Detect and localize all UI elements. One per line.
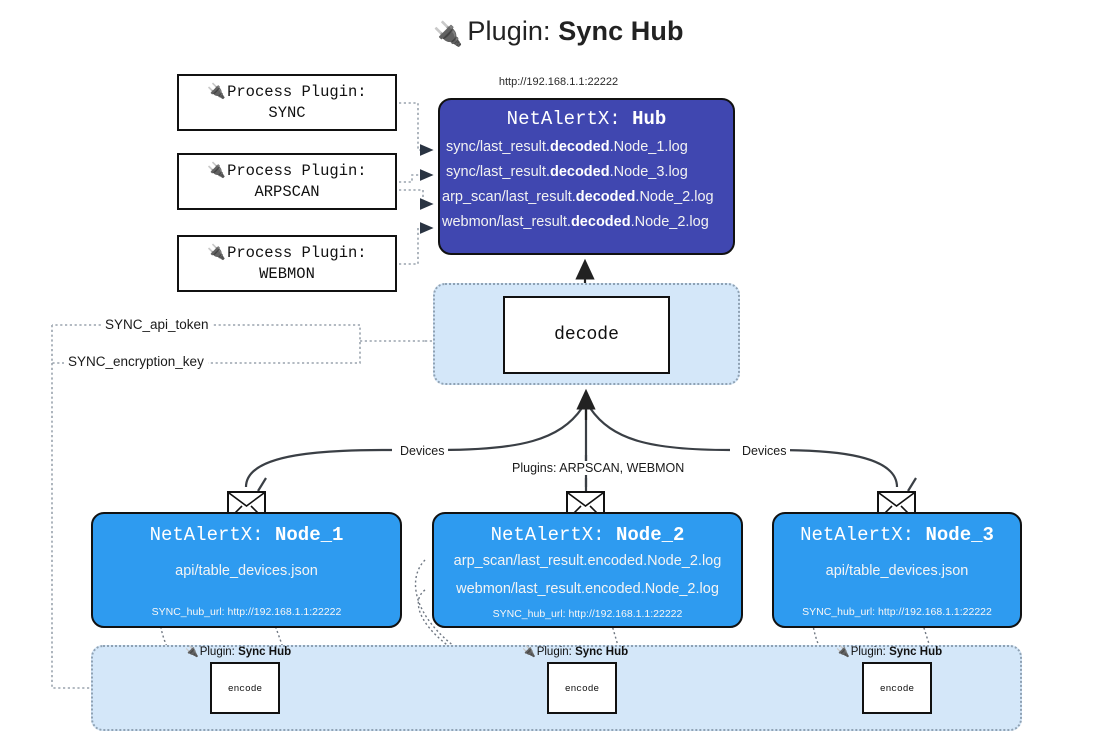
log-post: .Node_2.log xyxy=(630,214,709,230)
encode-plugin-name: Sync Hub xyxy=(238,646,292,658)
node-1[interactable]: NetAlertX: Node_1 api/table_devices.json… xyxy=(91,512,402,628)
node-2[interactable]: NetAlertX: Node_2 arp_scan/last_result.e… xyxy=(432,512,743,628)
node-hub-url: SYNC_hub_url: http://192.168.1.1:22222 xyxy=(434,608,741,620)
node-title-name: Node_3 xyxy=(925,524,994,546)
title-prefix: Plugin: xyxy=(467,16,551,46)
process-plugin-arpscan[interactable]: 🔌Process Plugin: ARPSCAN xyxy=(177,153,397,210)
plug-icon: 🔌 xyxy=(836,646,850,658)
hub-log-row: sync/last_result.decoded.Node_3.log xyxy=(440,160,733,185)
plug-icon: 🔌 xyxy=(207,82,227,101)
title-name: Sync Hub xyxy=(558,16,684,46)
process-plugin-name: SYNC xyxy=(268,103,306,122)
edge-label-devices-right: Devices xyxy=(738,444,791,458)
node-title-name: Node_1 xyxy=(275,524,344,546)
node-hub-url-label: SYNC_hub_url: xyxy=(492,608,566,620)
plug-icon: 🔌 xyxy=(433,21,464,48)
hub-log-row: arp_scan/last_result.decoded.Node_2.log xyxy=(440,185,733,210)
node-hub-url-label: SYNC_hub_url: xyxy=(151,606,225,618)
page-title: 🔌Plugin: Sync Hub xyxy=(0,16,1117,49)
encode-plugin-name: Sync Hub xyxy=(889,646,943,658)
node-hub-url: SYNC_hub_url: http://192.168.1.1:22222 xyxy=(93,606,400,618)
encode-plugin-label-2: 🔌Plugin: Sync Hub xyxy=(522,645,628,658)
hub-title: NetAlertX: Hub xyxy=(440,108,733,130)
encode-plugin-label-1: 🔌Plugin: Sync Hub xyxy=(185,645,291,658)
sync-encryption-key-label: SYNC_encryption_key xyxy=(64,354,208,369)
node-hub-url-value: http://192.168.1.1:22222 xyxy=(227,606,342,618)
encode-plugin-prefix: Plugin: xyxy=(536,646,572,658)
hub-log-row: sync/last_result.decoded.Node_1.log xyxy=(440,135,733,160)
process-plugin-label: Process Plugin: xyxy=(227,83,367,102)
hub-url-label: http://192.168.1.1:22222 xyxy=(498,76,619,88)
log-post: .Node_3.log xyxy=(609,164,688,180)
process-plugin-sync[interactable]: 🔌Process Plugin: SYNC xyxy=(177,74,397,131)
log-pre: webmon/last_result. xyxy=(442,214,571,230)
hub-title-prefix: NetAlertX: xyxy=(506,108,621,130)
encode-box-1[interactable]: encode xyxy=(210,662,280,714)
log-pre: sync/last_result. xyxy=(446,164,550,180)
process-plugin-webmon[interactable]: 🔌Process Plugin: WEBMON xyxy=(177,235,397,292)
hub-title-name: Hub xyxy=(632,108,667,130)
node-resource-line: webmon/last_result.encoded.Node_2.log xyxy=(456,581,719,597)
decode-box[interactable]: decode xyxy=(503,296,670,374)
log-mid: decoded xyxy=(549,164,610,180)
hub-log-row: webmon/last_result.decoded.Node_2.log xyxy=(440,210,733,235)
node-title: NetAlertX: Node_1 xyxy=(93,524,400,546)
log-mid: decoded xyxy=(575,189,636,205)
encode-plugin-label-3: 🔌Plugin: Sync Hub xyxy=(836,645,942,658)
node-title-prefix: NetAlertX: xyxy=(800,524,915,546)
encode-plugin-name: Sync Hub xyxy=(575,646,629,658)
log-pre: arp_scan/last_result. xyxy=(442,189,576,205)
encode-plugin-prefix: Plugin: xyxy=(850,646,886,658)
edge-label-plugins: Plugins: ARPSCAN, WEBMON xyxy=(508,461,689,475)
node-resource-line: api/table_devices.json xyxy=(825,563,969,579)
node-hub-url-value: http://192.168.1.1:22222 xyxy=(878,606,992,618)
log-mid: decoded xyxy=(549,139,610,155)
node-hub-url-label: SYNC_hub_url: xyxy=(802,606,876,618)
process-plugin-label: Process Plugin: xyxy=(227,244,367,263)
edge-label-devices-left: Devices xyxy=(396,444,449,458)
node-hub-url: SYNC_hub_url: http://192.168.1.1:22222 xyxy=(774,606,1020,618)
node-title-prefix: NetAlertX: xyxy=(490,524,605,546)
encode-box-2[interactable]: encode xyxy=(547,662,617,714)
node-resource-line: arp_scan/last_result.encoded.Node_2.log xyxy=(453,553,722,569)
node-title: NetAlertX: Node_2 xyxy=(434,524,741,546)
hub-node[interactable]: NetAlertX: Hub sync/last_result.decoded.… xyxy=(438,98,735,255)
process-plugin-name: ARPSCAN xyxy=(254,182,320,201)
node-title: NetAlertX: Node_3 xyxy=(774,524,1020,546)
log-pre: sync/last_result. xyxy=(446,139,550,155)
log-mid: decoded xyxy=(570,214,631,230)
plug-icon: 🔌 xyxy=(207,161,227,180)
plug-icon: 🔌 xyxy=(522,646,536,658)
process-plugin-label: Process Plugin: xyxy=(227,162,367,181)
log-post: .Node_2.log xyxy=(635,189,714,205)
node-hub-url-value: http://192.168.1.1:22222 xyxy=(568,608,683,620)
log-post: .Node_1.log xyxy=(609,139,688,155)
plug-icon: 🔌 xyxy=(185,646,199,658)
encode-box-3[interactable]: encode xyxy=(862,662,932,714)
process-plugin-name: WEBMON xyxy=(259,264,315,283)
node-3[interactable]: NetAlertX: Node_3 api/table_devices.json… xyxy=(772,512,1022,628)
sync-api-token-label: SYNC_api_token xyxy=(101,317,213,332)
node-title-prefix: NetAlertX: xyxy=(149,524,264,546)
plug-icon: 🔌 xyxy=(207,243,227,262)
encode-plugin-prefix: Plugin: xyxy=(199,646,235,658)
node-title-name: Node_2 xyxy=(616,524,685,546)
node-resource-line: api/table_devices.json xyxy=(175,563,318,579)
